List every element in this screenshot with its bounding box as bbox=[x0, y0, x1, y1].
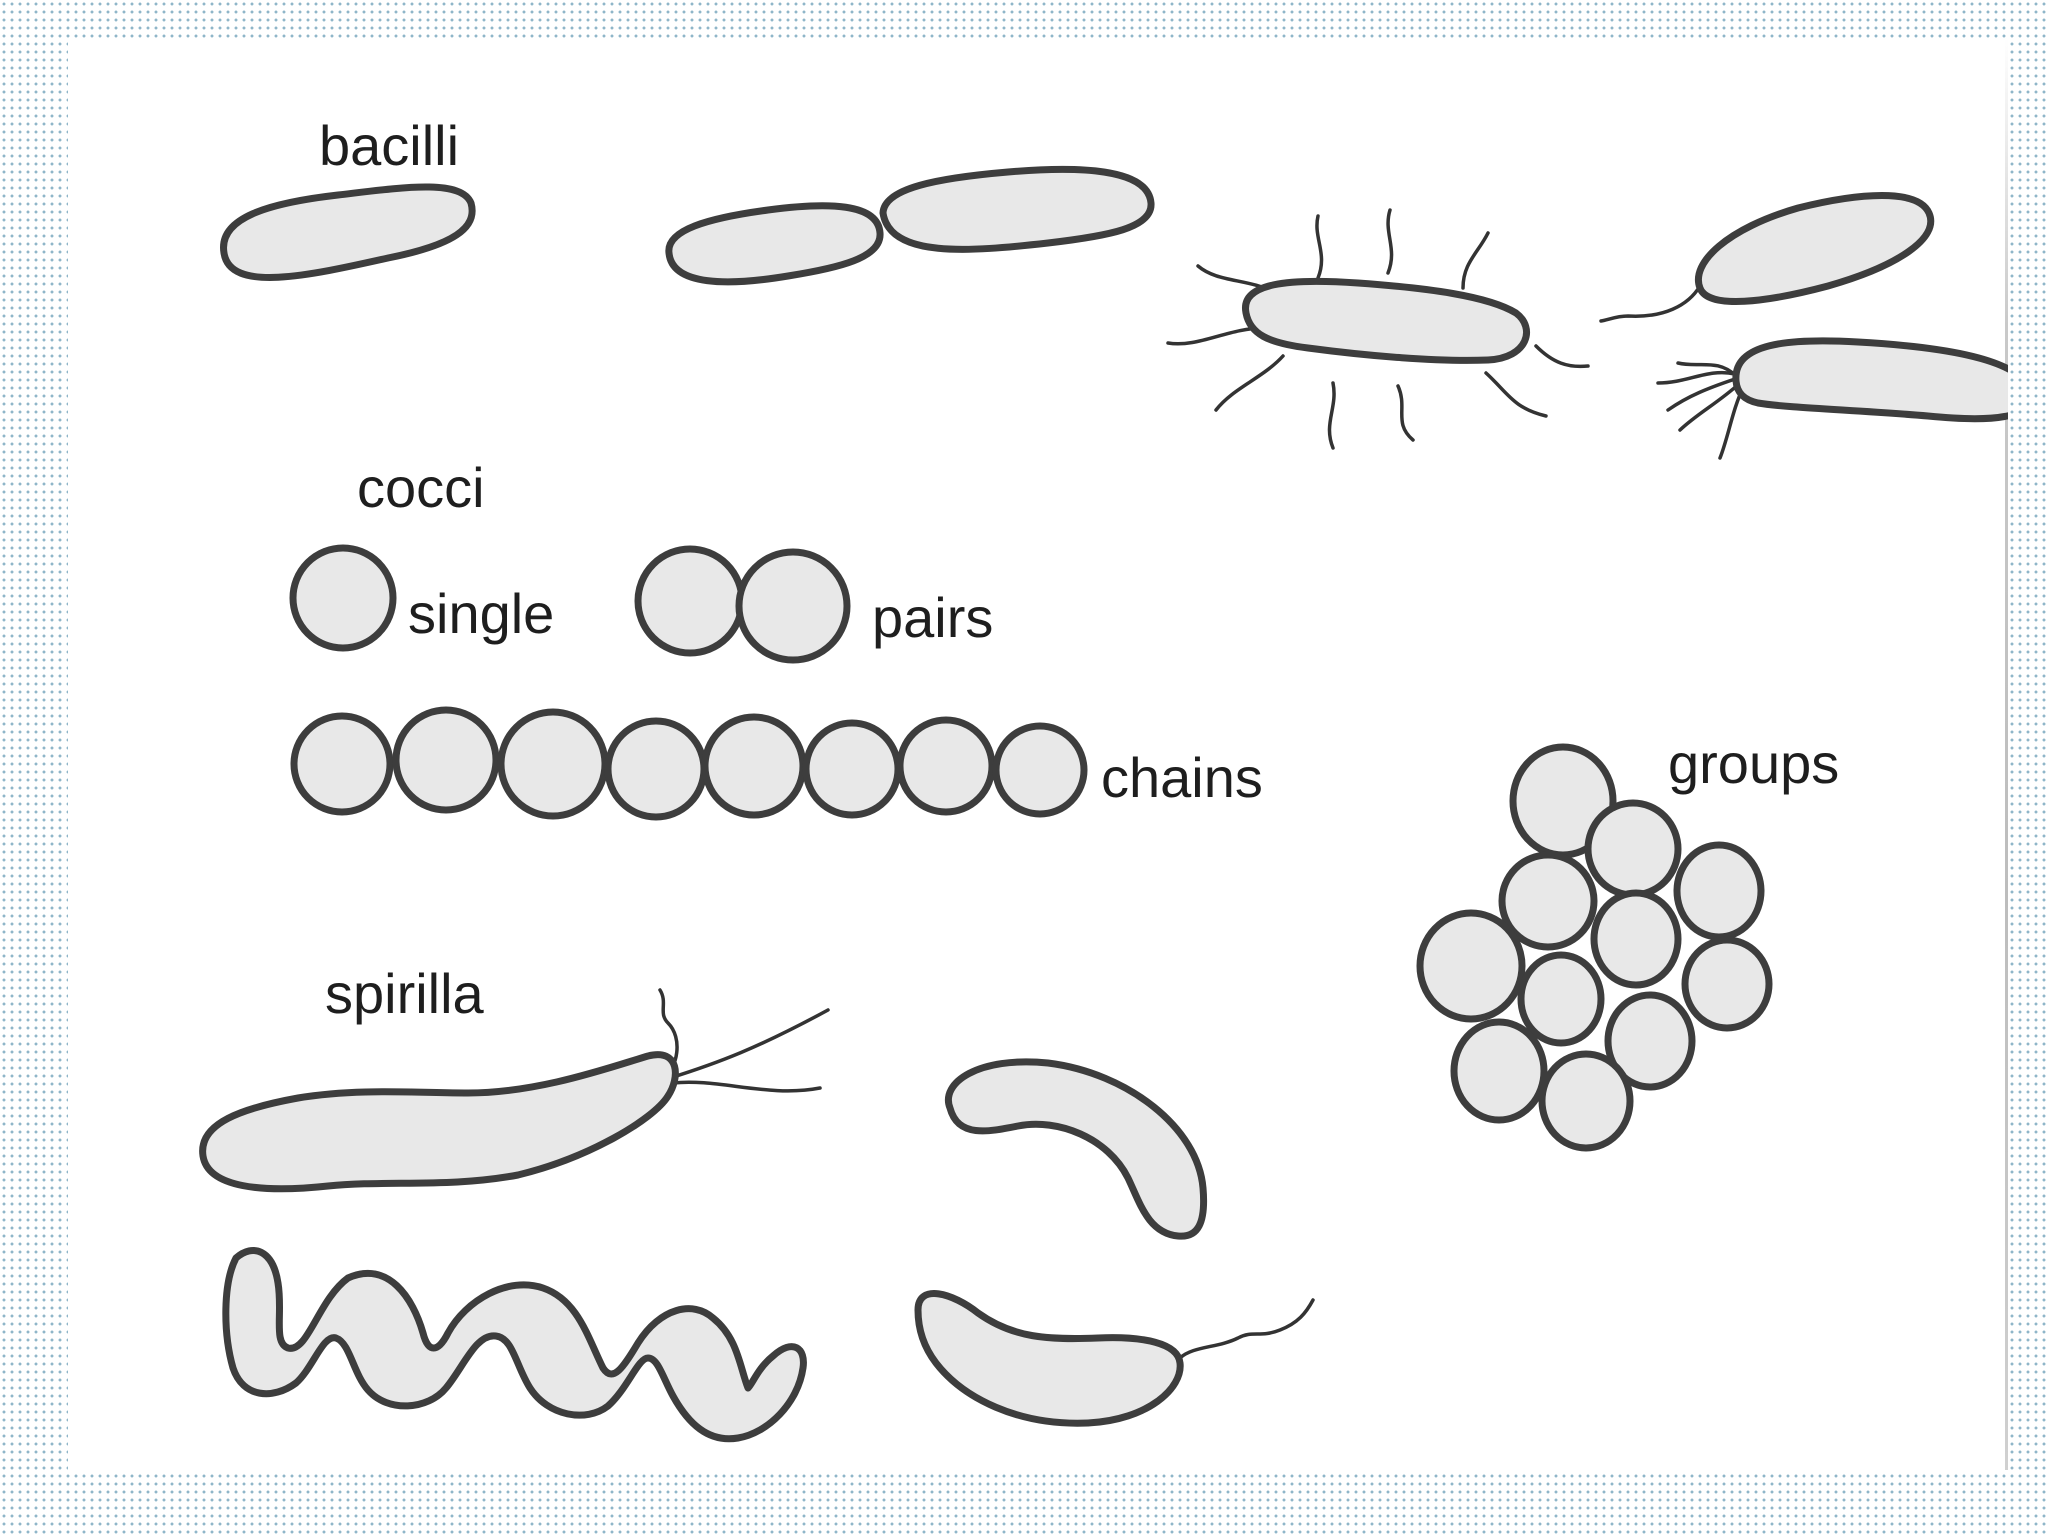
panel-edge-line bbox=[2005, 38, 2008, 1470]
diagram-panel: bacilli cocci single pairs chains groups… bbox=[68, 38, 2008, 1470]
flagellum bbox=[1656, 370, 1737, 385]
label-groups: groups bbox=[1668, 732, 1840, 795]
coccus-cell bbox=[1538, 1050, 1634, 1152]
vibrio-curved-cell bbox=[944, 1058, 1208, 1240]
coccus-cell bbox=[896, 716, 996, 816]
flagellum bbox=[1386, 208, 1394, 275]
flagellum bbox=[1178, 1298, 1315, 1360]
coccus-cell bbox=[289, 544, 397, 652]
bacillus-lophotrichous-cell bbox=[1732, 337, 2008, 423]
vibrio-flagellated-cell bbox=[914, 1290, 1184, 1427]
flagellum bbox=[1166, 326, 1266, 346]
coccus-cell bbox=[802, 719, 902, 819]
flagella-spirillum bbox=[658, 988, 830, 1093]
coccus-cell bbox=[1584, 799, 1682, 899]
flagellum bbox=[1315, 214, 1324, 280]
bacillus-pair bbox=[665, 165, 1155, 286]
flagella-peritrichous bbox=[1166, 208, 1590, 450]
coccus-cell bbox=[735, 548, 851, 664]
label-bacilli: bacilli bbox=[319, 114, 460, 177]
spirochete-wavy-cell bbox=[222, 1247, 807, 1443]
coccus-cell bbox=[290, 712, 394, 816]
spirillum-long bbox=[199, 988, 830, 1193]
coccus-cell bbox=[1681, 936, 1773, 1032]
label-single: single bbox=[408, 582, 555, 645]
flagellum bbox=[1484, 371, 1548, 418]
bacillus-monotrichous-cell bbox=[1695, 192, 1935, 305]
coccus-single bbox=[289, 544, 397, 652]
coccus-cell bbox=[1517, 951, 1605, 1047]
flagella-lophotrichous bbox=[1656, 361, 1745, 460]
coccus-cell bbox=[1673, 841, 1765, 941]
coccus-cell bbox=[1450, 1018, 1548, 1124]
flagellum bbox=[671, 1080, 822, 1093]
coccus-cell bbox=[497, 708, 609, 820]
bacillus-pair-cell-left bbox=[665, 202, 884, 286]
label-cocci: cocci bbox=[357, 456, 485, 519]
vibrio-curved bbox=[944, 1058, 1208, 1240]
bacillus-single bbox=[220, 183, 476, 281]
bacillus-single-cell bbox=[220, 183, 476, 281]
flagellum bbox=[1461, 231, 1490, 290]
flagellum bbox=[668, 1008, 830, 1080]
cocci-group bbox=[1416, 743, 1773, 1152]
bacillus-peritrichous bbox=[1166, 208, 1590, 450]
bacillus-peritrichous-cell bbox=[1242, 277, 1530, 364]
bacteria-shapes-drawing bbox=[199, 165, 2008, 1443]
cocci-pair bbox=[634, 545, 851, 664]
spirochete-wavy bbox=[222, 1247, 807, 1443]
coccus-cell bbox=[701, 713, 807, 819]
coccus-cell bbox=[992, 722, 1088, 818]
bacillus-pair-cell-right bbox=[879, 165, 1155, 253]
flagellum bbox=[1214, 354, 1285, 412]
coccus-cell bbox=[604, 717, 708, 821]
coccus-cell bbox=[392, 706, 500, 814]
coccus-cell bbox=[1416, 909, 1526, 1023]
coccus-cell bbox=[1590, 889, 1682, 989]
coccus-cell bbox=[634, 545, 746, 657]
label-chains: chains bbox=[1101, 746, 1263, 809]
label-pairs: pairs bbox=[872, 586, 994, 649]
flagellum bbox=[1599, 284, 1702, 323]
bacillus-monotrichous bbox=[1599, 192, 1935, 323]
coccus-cell bbox=[1498, 851, 1598, 951]
cocci-chain bbox=[290, 706, 1088, 821]
label-spirilla: spirilla bbox=[325, 962, 484, 1025]
spirillum-long-cell bbox=[199, 1051, 679, 1193]
bacillus-lophotrichous bbox=[1656, 337, 2008, 460]
flagellum bbox=[1534, 344, 1590, 369]
flagellum bbox=[1327, 381, 1336, 450]
flagellum bbox=[1676, 361, 1738, 378]
vibrio-flagellated bbox=[914, 1290, 1315, 1427]
flagellum bbox=[1396, 384, 1415, 442]
flagellum bbox=[1666, 376, 1740, 412]
coccus-cell bbox=[1604, 991, 1696, 1091]
